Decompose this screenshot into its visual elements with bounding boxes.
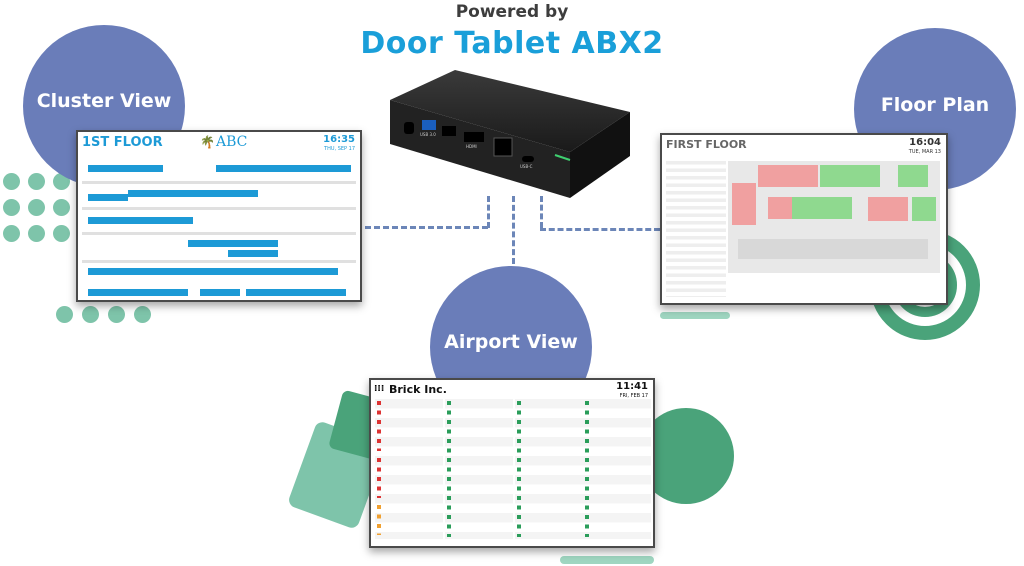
departures-column	[515, 399, 583, 539]
connector-line	[540, 228, 660, 231]
usbc-port-label: USB-C	[520, 164, 533, 169]
floor-map	[728, 161, 940, 273]
room-row	[82, 207, 356, 210]
usb-port-label: USB 3.0	[420, 132, 436, 137]
bar-shape	[660, 312, 730, 319]
airport-view-screen: ⁞⁞⁞ Brick Inc. 11:41 FRI, FEB 17	[369, 378, 655, 548]
clock-date: FRI, FEB 17	[619, 393, 648, 399]
floor-title: 1ST FLOOR	[82, 135, 163, 150]
cluster-view-screen: 1ST FLOOR 🌴 ABC 16:35 THU, SEP 17	[76, 130, 362, 302]
floor-plan-label: Floor Plan	[880, 94, 990, 116]
clock-time: 11:41	[616, 381, 648, 392]
cluster-view-label: Cluster View	[36, 90, 172, 112]
departures-column	[445, 399, 513, 539]
booking-bar	[88, 194, 128, 201]
clock-date: TUE, MAR 13	[908, 149, 941, 155]
room-row	[82, 232, 356, 235]
booking-bar	[88, 165, 163, 172]
bar-shape	[560, 556, 654, 564]
connector-line	[365, 226, 488, 229]
departures-column	[583, 399, 651, 539]
booking-bar	[246, 289, 346, 296]
floor-plan-screen: FIRST FLOOR 16:04 TUE, MAR 13	[660, 133, 948, 305]
clock-date: THU, SEP 17	[324, 146, 355, 152]
company-logo: ABC	[216, 134, 248, 150]
booking-bar	[188, 240, 278, 247]
grid-logo-icon: ⁞⁞⁞	[374, 384, 385, 394]
palm-logo-icon: 🌴	[200, 135, 215, 149]
booking-bar	[200, 289, 240, 296]
clock-time: 16:35	[323, 134, 355, 145]
booking-bar	[88, 268, 338, 275]
room-list	[666, 157, 726, 297]
floor-title: FIRST FLOOR	[666, 138, 747, 151]
booking-bar	[228, 250, 278, 257]
connector-line	[540, 196, 543, 228]
connector-line	[487, 196, 490, 228]
booking-bar	[216, 165, 351, 172]
clock-time: 16:04	[909, 137, 941, 148]
door-tablet-device: USB 3.0 HDMI USB-C	[380, 70, 630, 200]
booking-bar	[88, 289, 188, 296]
airport-view-label: Airport View	[444, 331, 578, 353]
booking-bar	[88, 217, 193, 224]
connector-line	[512, 196, 515, 264]
powered-by-label: Powered by	[455, 2, 569, 22]
company-name: Brick Inc.	[389, 383, 447, 396]
booking-bar	[128, 190, 258, 197]
room-row	[82, 260, 356, 263]
product-title: Door Tablet ABX2	[360, 26, 664, 61]
room-row	[82, 181, 356, 184]
departures-column	[375, 399, 443, 539]
hdmi-port-label: HDMI	[466, 144, 477, 149]
